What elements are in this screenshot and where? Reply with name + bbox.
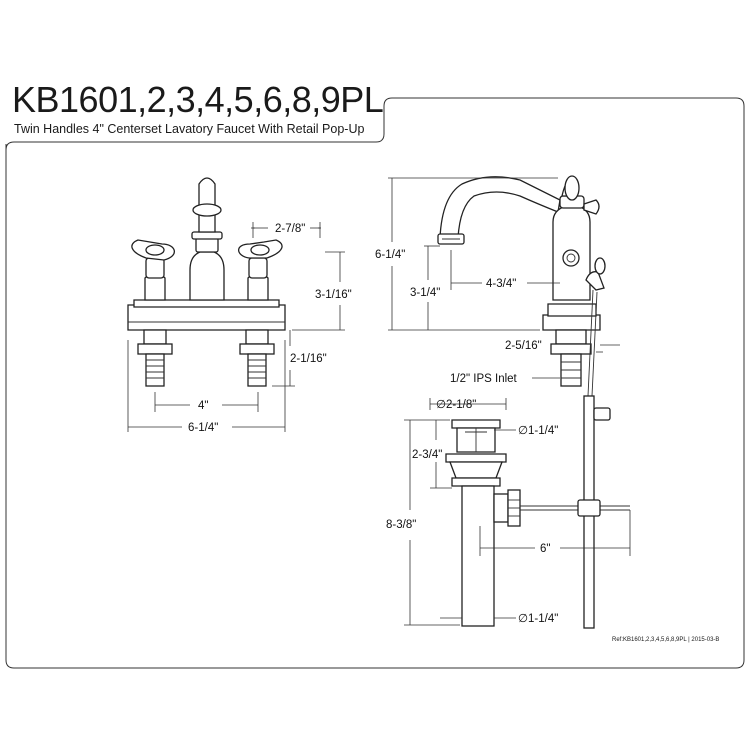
front-view-dimensions [127,222,345,432]
dim-rod-length: 6" [540,543,550,555]
dim-overall-length: 8-3/8" [386,519,416,531]
dim-overall-width: 6-1/4" [188,422,218,434]
dim-inlet: 1/2" IPS Inlet [450,373,518,385]
dim-spout-reach: 4-3/4" [486,278,516,290]
front-view-faucet [127,177,286,387]
dim-overall-height: 6-1/4" [375,249,405,261]
drawing-frame [5,97,745,669]
drain-dimensions [404,398,631,626]
dim-center-spacing: 4" [198,400,208,412]
dim-body-diameter: ∅1-1/4" [518,425,558,437]
dim-flange-diameter: ∅2-1/8" [436,399,476,411]
pop-up-drain [445,395,630,629]
dim-flange-height: 2-3/4" [412,449,442,461]
dim-tail-diameter: ∅1-1/4" [518,613,558,625]
product-subtitle: Twin Handles 4" Centerset Lavatory Fauce… [14,122,365,136]
reference-code: Ref:KB1601,2,3,4,5,6,8,9PL | 2015-03-B [612,637,720,643]
dim-shank-length: 2-1/16" [290,353,327,365]
dim-handle-spread: 2-7/8" [275,223,305,235]
model-number-title: KB1601,2,3,4,5,6,8,9PL [12,79,384,120]
dim-body-height: 3-1/16" [315,289,352,301]
dim-base-height: 2-5/16" [505,340,542,352]
dim-spout-height: 3-1/4" [410,287,440,299]
side-view-faucet [437,175,606,397]
side-view-dimensions [388,177,620,379]
